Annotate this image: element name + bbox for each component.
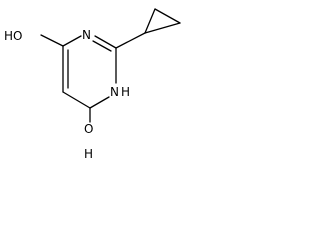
bond-n1-c2-inner — [92, 40, 112, 52]
bond-c2-cyclopropyl — [115, 32, 146, 49]
bond-c6-oh — [40, 34, 64, 47]
hydroxyl-label: HO — [4, 29, 22, 43]
cyclopropyl-bond-1 — [144, 8, 156, 34]
chemical-structure: HO N N H O H — [4, 8, 181, 161]
bottom-hydrogen-label: H — [84, 147, 93, 161]
bond-c6-n1 — [62, 35, 82, 47]
cyclopropyl-bond-3 — [144, 22, 181, 34]
nh-hydrogen-label: H — [121, 85, 130, 99]
bottom-oxygen-label: O — [84, 122, 93, 136]
bond-c4-c5 — [62, 91, 91, 109]
cyclopropyl-bond-2 — [154, 8, 181, 24]
ring-nitrogen-label: N — [82, 28, 91, 42]
bond-n3-c4 — [89, 96, 110, 109]
bond-n1-c2 — [94, 35, 117, 49]
nh-nitrogen-label: N — [110, 85, 119, 99]
